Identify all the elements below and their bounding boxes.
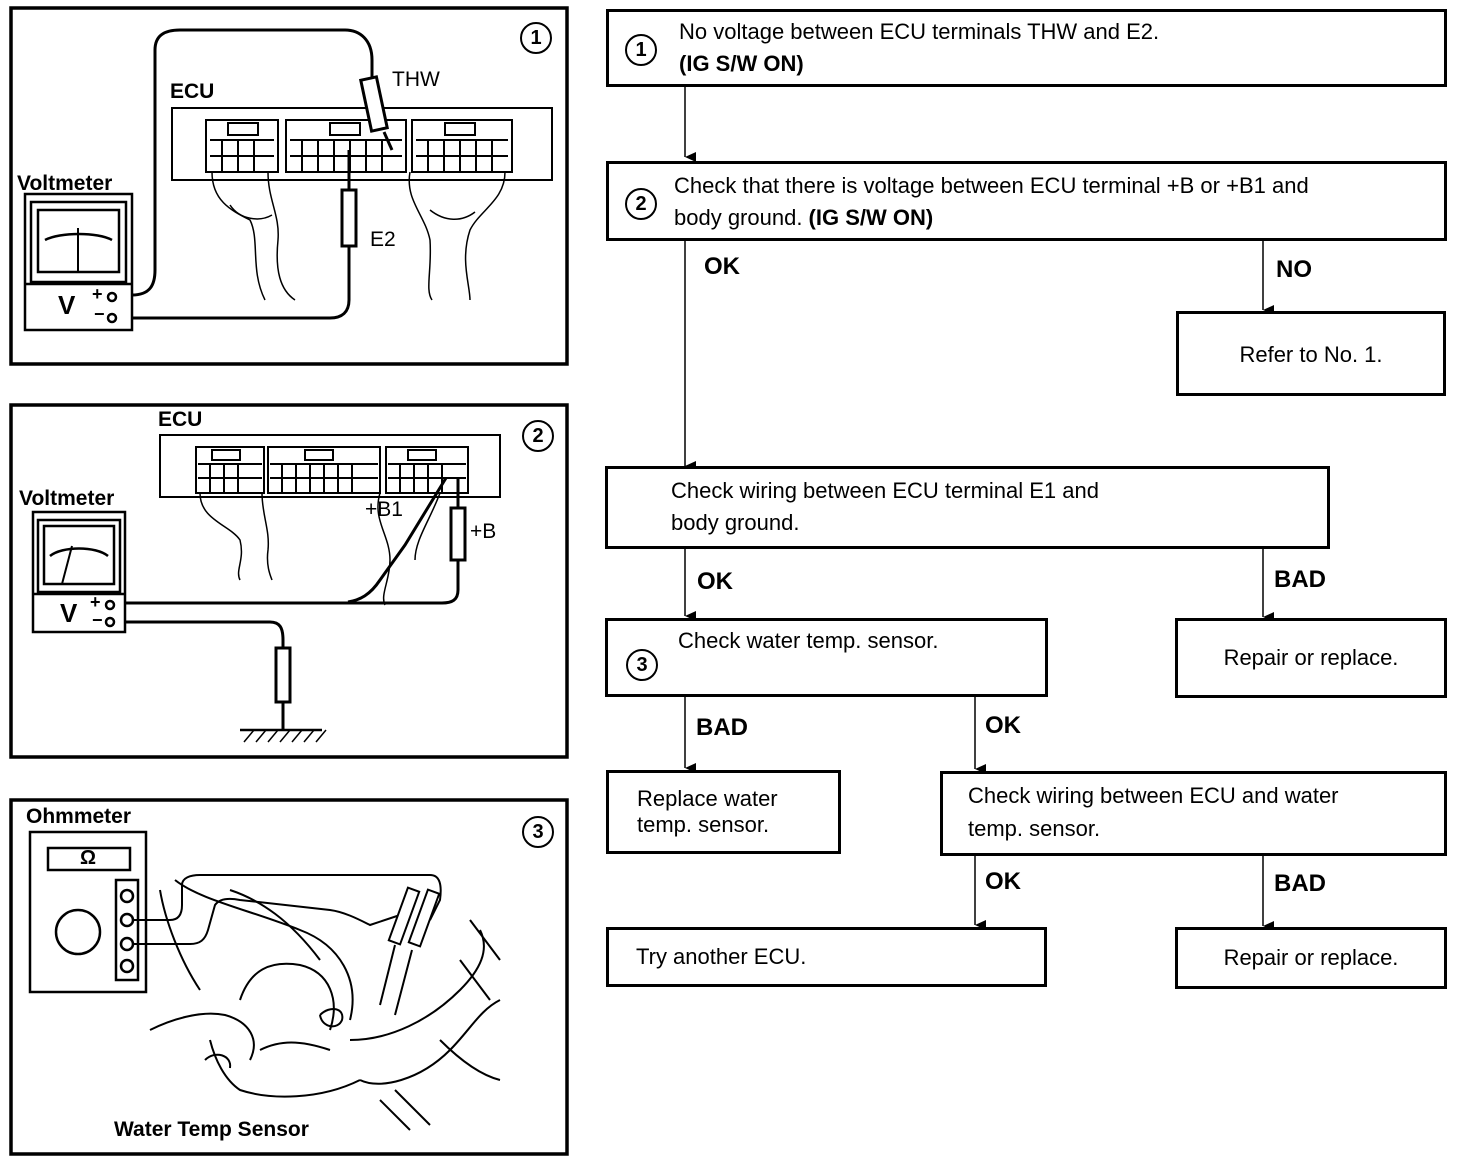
repair-box-2: Repair or replace. — [1175, 927, 1447, 989]
label-no-1: NO — [1276, 256, 1312, 283]
step-1-line-2: (IG S/W ON) — [679, 51, 804, 76]
flow-step-3-box: 3 Check water temp. sensor. — [605, 618, 1048, 697]
label-bad-3: BAD — [696, 714, 748, 741]
panel-1-plus: + — [92, 284, 103, 304]
step-3-number: 3 — [626, 649, 658, 681]
panel-2-probes — [125, 477, 467, 743]
panel-3-ohmmeter — [28, 830, 148, 994]
panel-3-frame — [9, 798, 569, 1156]
try-ecu-box: Try another ECU. — [606, 927, 1047, 987]
refer-text: Refer to No. 1. — [1239, 342, 1383, 367]
panel-2-number: 2 — [522, 420, 554, 452]
label-ok-4: OK — [985, 868, 1021, 895]
panel-2-harness — [199, 492, 441, 606]
replace-sensor-line-1: Replace water — [637, 786, 778, 811]
panel-1-harness — [211, 171, 506, 301]
step-2-number: 2 — [625, 188, 657, 220]
step-2-line-1: Check that there is voltage between ECU … — [674, 173, 1309, 198]
panel-1-ecu-label: ECU — [170, 80, 215, 103]
panel-1-probes — [131, 28, 394, 320]
try-ecu-text: Try another ECU. — [636, 944, 807, 969]
flow-step-1-box: 1 No voltage between ECU terminals THW a… — [606, 9, 1447, 87]
panel-3-engine-sketch — [133, 874, 501, 1131]
panel-3-meter-label: Ohmmeter — [26, 805, 132, 828]
panel-1-voltmeter — [23, 192, 134, 332]
panel-2-b1-label: +B1 — [365, 498, 403, 521]
panel-2-b-label: +B — [470, 520, 497, 543]
label-ok-1: OK — [704, 253, 740, 280]
repair-box-1: Repair or replace. — [1175, 618, 1447, 698]
panel-1-thw-label: THW — [392, 68, 440, 91]
panel-3-sensor-label: Water Temp Sensor — [114, 1118, 309, 1141]
panel-2-voltmeter — [31, 510, 127, 634]
panel-1-v-label: V — [58, 290, 76, 320]
panel-1-e2-label: E2 — [370, 228, 396, 251]
label-ok-3: OK — [985, 712, 1021, 739]
wiring-e1-line-1: Check wiring between ECU terminal E1 and — [671, 478, 1099, 503]
wiring-sensor-line-1: Check wiring between ECU and water — [968, 783, 1339, 808]
flow-arrows — [684, 86, 1274, 931]
replace-sensor-box: Replace water temp. sensor. — [606, 770, 841, 854]
step-2-line-2: body ground. (IG S/W ON) — [674, 205, 934, 230]
panel-1-number: 1 — [520, 22, 552, 54]
repair-1-text: Repair or replace. — [1223, 645, 1399, 670]
step-1-line-1: No voltage between ECU terminals THW and… — [679, 19, 1160, 44]
label-bad-2: BAD — [1274, 566, 1326, 593]
panel-2-ecu — [159, 434, 501, 498]
flow-wiring-e1-box: Check wiring between ECU terminal E1 and… — [605, 466, 1330, 549]
panel-2-ecu-label: ECU — [158, 408, 203, 431]
panel-2-minus: − — [92, 610, 103, 630]
panel-1-meter-label: Voltmeter — [17, 172, 113, 195]
wiring-sensor-box: Check wiring between ECU and water temp.… — [940, 771, 1447, 856]
ohm-symbol: Ω — [80, 847, 97, 869]
panel-1-frame — [9, 6, 569, 366]
step-3-line-1: Check water temp. sensor. — [678, 628, 939, 653]
step-1-number: 1 — [625, 34, 657, 66]
panel-2-frame — [9, 403, 569, 759]
panel-2-meter-label: Voltmeter — [19, 487, 115, 510]
refer-box: Refer to No. 1. — [1176, 311, 1446, 396]
label-ok-2: OK — [697, 568, 733, 595]
panel-3-number: 3 — [522, 816, 554, 848]
panel-1-minus: − — [94, 304, 105, 324]
wiring-e1-line-2: body ground. — [671, 510, 800, 535]
flow-step-2-box: 2 Check that there is voltage between EC… — [606, 161, 1447, 241]
replace-sensor-line-2: temp. sensor. — [637, 812, 770, 837]
panel-1-ecu — [171, 107, 553, 181]
wiring-sensor-line-2: temp. sensor. — [968, 816, 1101, 841]
label-bad-4: BAD — [1274, 870, 1326, 897]
panel-2-v-label: V — [60, 598, 78, 628]
panel-2-plus: + — [90, 592, 101, 612]
repair-2-text: Repair or replace. — [1223, 945, 1399, 970]
